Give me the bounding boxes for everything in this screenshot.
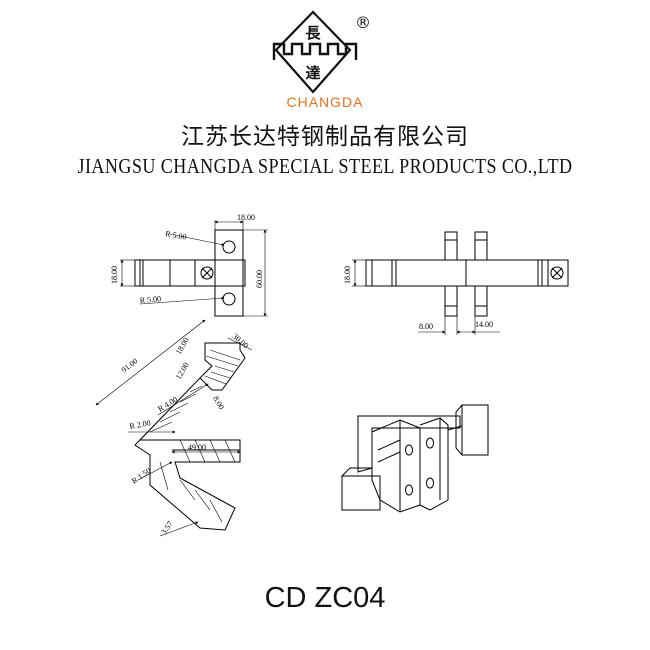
iso-clamp-left	[371, 419, 421, 513]
brand-name: CHANGDA	[286, 94, 364, 110]
dim-top-width: 18.00	[237, 213, 255, 222]
top-view-hole-lower	[222, 292, 236, 306]
iso-hole-4	[426, 477, 434, 489]
changda-logo: 長 達 ®	[272, 10, 371, 94]
logo-char-top: 長	[305, 24, 321, 42]
iso-hole-1	[405, 444, 413, 456]
dim-section-8: 8.00	[211, 395, 226, 412]
top-view-center-mark	[200, 266, 214, 280]
logo-diamond	[274, 10, 352, 94]
dim-side-tab-gap: 14.00	[475, 320, 493, 329]
dim-section-12: 12.00	[174, 361, 191, 381]
registered-mark: ®	[355, 13, 371, 32]
side-view-tab-left-bottom	[444, 285, 458, 317]
section-view: 91.00 18.00 30.00 12.00 R 4.00 8.00 R 2.…	[95, 319, 253, 537]
company-name-english: JIANGSU CHANGDA SPECIAL STEEL PRODUCTS C…	[77, 154, 573, 178]
top-view-bar	[134, 259, 246, 287]
dim-top-radius-upper: R 5.00	[165, 229, 188, 242]
logo-square-wave	[272, 42, 358, 60]
company-name-chinese: 江苏长达特钢制品有限公司	[181, 124, 469, 150]
side-view-center-mark	[550, 266, 564, 280]
iso-hole-2	[405, 484, 413, 496]
dim-section-r2: R 2.00	[129, 418, 152, 431]
side-view-bar	[365, 259, 569, 287]
dim-section-18: 18.00	[174, 336, 191, 356]
side-view: 18.00 8.00 14.00	[343, 231, 569, 335]
section-view-profile	[199, 342, 246, 391]
side-view-tab-right-bottom	[474, 285, 488, 317]
dim-side-tab-width: 8.00	[419, 322, 433, 331]
model-code: CD ZC04	[264, 582, 386, 614]
top-view-tab	[214, 229, 244, 317]
dim-section-length: 91.00	[120, 356, 140, 374]
dim-top-radius-lower: R 5.00	[139, 294, 161, 305]
logo-char-bottom: 達	[305, 64, 320, 82]
dim-top-height: 18.00	[110, 266, 119, 284]
side-view-tab-left-top	[444, 231, 458, 261]
dim-top-length: 60.00	[255, 270, 264, 288]
side-view-tab-right-top	[474, 231, 488, 261]
top-view-hole-upper	[222, 240, 236, 254]
dim-section-49: 49.00	[188, 443, 206, 452]
iso-clamp-right	[419, 417, 449, 511]
iso-hole-3	[426, 437, 434, 449]
dim-section-30: 30.00	[231, 332, 251, 350]
dim-side-height: 18.00	[343, 266, 352, 284]
top-view: 18.00 R 5.00 18.00 R 5.00 60.00	[110, 213, 268, 317]
technical-drawing: 18.00 R 5.00 18.00 R 5.00 60.00	[95, 213, 569, 537]
dim-section-3-57: 3.57	[159, 520, 174, 537]
iso-base-plate	[357, 415, 461, 473]
iso-view	[341, 404, 489, 513]
dim-section-r1-5: R 1.50	[130, 466, 153, 486]
